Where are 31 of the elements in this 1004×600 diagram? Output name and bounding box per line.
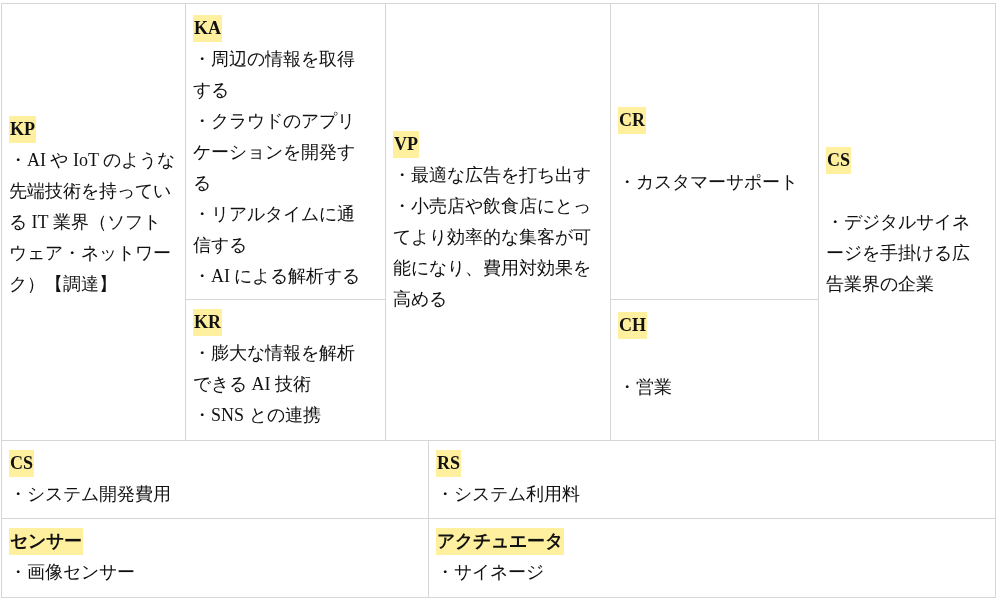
bullet-item: ・SNS との連携 xyxy=(193,404,322,427)
bullet-item: ・システム利用料 xyxy=(436,483,581,506)
bullet-item: ・画像センサー xyxy=(9,561,136,584)
section-heading: KR xyxy=(193,309,222,336)
bullet-item: ・カスタマーサポート xyxy=(618,171,799,194)
canvas-section xyxy=(818,3,996,441)
bullet-item: ・システム開発費用 xyxy=(9,483,172,506)
section-heading: KP xyxy=(9,116,36,143)
bullet-item: ・営業 xyxy=(618,376,673,399)
bullet-item: ・クラウドのアプリケーションを開発する xyxy=(193,110,356,195)
bullet-item: ・リアルタイムに通信する xyxy=(193,203,356,257)
bullet-item: ・周辺の情報を取得する xyxy=(193,48,356,102)
section-heading: センサー xyxy=(9,528,83,555)
section-heading: VP xyxy=(393,131,419,158)
bullet-item: ・AI による解析する xyxy=(193,265,362,288)
section-heading: CR xyxy=(618,107,646,134)
canvas-section xyxy=(1,518,429,598)
bullet-item: ・膨大な情報を解析できる AI 技術 xyxy=(193,342,356,396)
section-heading: CS xyxy=(826,147,851,174)
canvas-section xyxy=(428,518,996,598)
bullet-item: ・サイネージ xyxy=(436,561,545,584)
canvas-section xyxy=(1,3,186,441)
bullet-item: ・最適な広告を打ち出す xyxy=(393,164,592,187)
bullet-item: ・AI や IoT のような先端技術を持っている IT 業界（ソフトウェア・ネットワーク）【調達】 xyxy=(9,149,177,296)
bullet-item: ・小売店や飲食店にとってより効率的な集客が可能になり、費用対効果を高める xyxy=(393,195,592,311)
section-heading: CH xyxy=(618,312,647,339)
bullet-item: ・デジタルサイネージを手掛ける広告業界の企業 xyxy=(826,211,971,296)
section-heading: アクチュエータ xyxy=(436,528,564,555)
section-heading: KA xyxy=(193,15,222,42)
section-heading: RS xyxy=(436,450,461,477)
section-heading: CS xyxy=(9,450,34,477)
